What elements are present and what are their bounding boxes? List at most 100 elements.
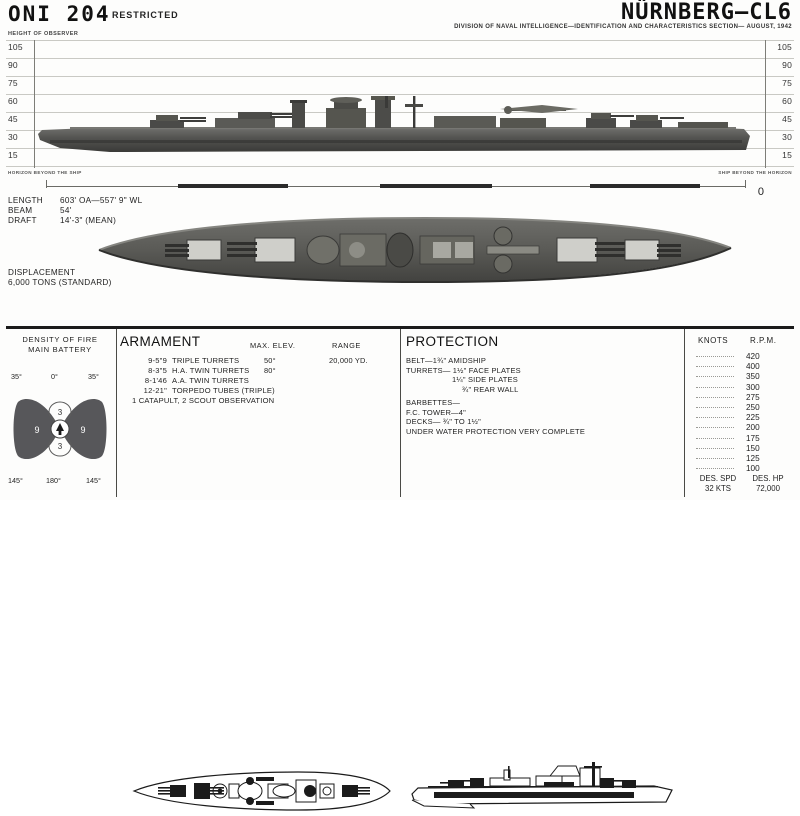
ship-side-profile-illustration [38,96,750,152]
rpm-row: 125 [688,454,798,464]
rpm-value: 200 [746,423,760,433]
angle-label-top-right: 35° [88,372,99,381]
panel-divider [400,329,401,497]
rpm-value: 300 [746,382,760,392]
design-speed-value: 32 KTS [704,483,731,493]
angle-label-bottom-right: 145° [86,476,101,485]
protection-profile-diagram [411,762,673,809]
knots-dotted-leader [696,366,734,368]
armament-quantity: 8-3"5 [148,365,167,375]
axis-tick-right: 105 [777,42,792,52]
panel-divider [116,329,117,497]
rpm-value: 125 [746,453,760,463]
axis-tick-right: 60 [782,96,792,106]
ship-plan-view-illustration [98,216,732,284]
density-of-fire-panel: DENSITY OF FIRE MAIN BATTERY 35° 0° 35° … [6,332,114,496]
rpm-value: 150 [746,443,760,453]
armament-description: A.A. TWIN TURRETS [172,375,249,385]
rpm-row: 100 [688,464,798,474]
axis-tick-right: 30 [782,132,792,142]
svg-text:3: 3 [58,442,63,451]
performance-panel: KNOTS R.P.M. 420 400 350 300 275 250 225… [688,332,798,496]
scale-zero-label: 0 [757,186,764,198]
knots-dotted-leader [696,356,734,357]
rpm-row: 175 [688,434,798,444]
protection-panel: PROTECTION BELT—1¾" AMIDSHIP TURRETS— 1½… [404,332,682,809]
grid-line [6,112,794,113]
rpm-value: 250 [746,402,760,412]
protection-list: BELT—1¾" AMIDSHIP TURRETS— 1½" FACE PLAT… [406,356,585,436]
fire-arc-rosette: 9 9 3 3 [13,398,107,460]
svg-text:9: 9 [34,425,39,435]
dimension-label: BEAM [8,206,33,216]
dimension-label: DRAFT [8,216,37,226]
angle-label-top-left: 35° [11,372,22,381]
rpm-value: 275 [746,392,760,402]
publication-number: ONI 204 [8,2,111,26]
armament-description: TORPEDO TUBES (TRIPLE) [172,385,275,395]
armament-title: ARMAMENT [120,334,201,349]
knots-dotted-leader [696,376,734,378]
panel-divider [684,329,685,497]
svg-text:3: 3 [58,408,63,417]
dimension-label: LENGTH [8,196,44,205]
armament-row: 12-21"TORPEDO TUBES (TRIPLE) [123,386,275,396]
rpm-row: 225 [688,413,798,423]
rpm-column-header: R.P.M. [750,336,777,345]
dimension-value: 54' [60,206,72,216]
axis-tick-right: 45 [782,114,792,124]
rpm-value: 175 [746,433,760,443]
dimensions-block: LENGTH 603' OA—557' 9" WL BEAM 54' DRAFT 14… [8,196,142,227]
plan-outline-diagram [132,771,391,811]
sheet-header: ONI 204 RESTRICTED NÜRNBERG—CL6 DIVISION… [0,0,800,30]
angle-label-bottom-center: 180° [46,476,61,485]
rpm-row: 400 [688,362,798,372]
knots-dotted-leader [696,468,734,470]
armament-description: 1 CATAPULT, 2 SCOUT OBSERVATION [132,395,275,405]
grid-line [6,94,794,95]
rpm-list: 420 400 350 300 275 250 225 200 175 150 … [688,352,798,474]
axis-tick-right: 75 [782,78,792,88]
rpm-value: 400 [746,362,760,372]
axis-tick-left: 30 [8,132,18,142]
protection-line: TURRETS— 1½" FACE PLATES [406,365,521,375]
rpm-row: 300 [688,383,798,393]
armament-quantity: 9-5"9 [148,356,167,365]
rpm-value: 225 [746,413,760,423]
density-of-fire-title-line2: MAIN BATTERY [28,345,92,354]
armament-col-header-range: RANGE [332,341,361,350]
ship-name-title: NÜRNBERG—CL6 [621,0,792,25]
axis-tick-left: 45 [8,114,18,124]
knots-dotted-leader [696,457,734,459]
dimension-row: BEAM 54' [8,206,142,216]
rpm-value: 420 [746,352,760,361]
classification-marking: RESTRICTED [112,10,179,20]
grid-line [6,76,794,77]
svg-text:9: 9 [80,425,85,435]
displacement-value: 6,000 TONS (STANDARD) [8,278,112,288]
knots-dotted-leader [696,396,734,398]
knots-dotted-leader [696,386,734,388]
grid-line [6,40,794,41]
range-scale-bar [46,180,746,189]
rpm-row: 350 [688,372,798,382]
dimension-value: 14'-3" (MEAN) [60,216,117,226]
protection-line: BARBETTES— [406,398,461,407]
density-of-fire-title-line1: DENSITY OF FIRE [22,335,98,344]
dimension-value: 603' OA—557' 9" WL [60,196,143,205]
knots-dotted-leader [696,417,734,419]
dimension-row: LENGTH 603' OA—557' 9" WL [8,196,142,206]
armament-quantity: 8-1'46 [144,375,167,385]
axis-tick-left: 90 [8,60,18,70]
protection-line: DECKS— ¾" TO 1½" [406,417,481,426]
protection-line: UNDER WATER PROTECTION VERY COMPLETE [406,426,586,436]
rpm-row: 420 [688,352,798,362]
horizon-note-left: HORIZON BEYOND THE SHIP [8,170,82,175]
protection-line: ¾" REAR WALL [462,384,519,394]
rpm-value: 350 [746,372,760,382]
